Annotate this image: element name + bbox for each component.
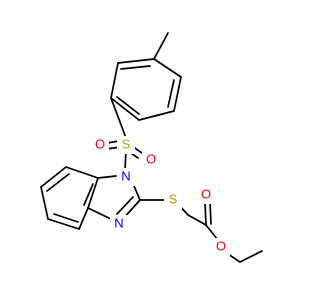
atom-labels: N N S O O S O O xyxy=(91,136,230,256)
bond-c7a-c3a xyxy=(87,177,99,209)
o2-label-bg xyxy=(142,151,160,169)
bond-benzo-1 xyxy=(65,166,99,179)
bond-co-a xyxy=(204,201,207,226)
bond-benzo-4-inner xyxy=(53,213,79,223)
bond-ring-5 xyxy=(173,76,182,112)
o1-label-bg xyxy=(91,136,109,154)
bond-benzo-2-inner xyxy=(46,173,70,192)
bond-ring-1-inner xyxy=(120,65,151,70)
n2-atom-label: N xyxy=(114,215,123,230)
molecule-structure: N N S O O S O O xyxy=(40,32,263,263)
bond-c3a-n2 xyxy=(87,207,114,221)
bond-aryl-s xyxy=(110,97,127,139)
bond-ring-3-inner xyxy=(116,96,140,115)
bond-ring-4 xyxy=(138,110,175,121)
bond-n2-c2b xyxy=(116,196,134,215)
ester-o-atom-label: O xyxy=(216,238,226,253)
sulfonyl-s-atom-label: S xyxy=(122,136,131,151)
thio-s-label-bg xyxy=(164,191,182,209)
carbonyl-o-atom-label: O xyxy=(201,186,211,201)
bond-ethyl xyxy=(239,250,263,263)
bond-ring-5-inner xyxy=(167,79,175,108)
bond-benzo-2 xyxy=(40,166,67,188)
bond-c-oester xyxy=(205,224,219,241)
molecule-canvas: N N S O O S O O xyxy=(40,32,263,263)
n2-label-bg xyxy=(110,215,128,233)
bond-benzo-3 xyxy=(40,186,49,220)
bond-benzo-5 xyxy=(78,207,89,230)
bond-ring-1 xyxy=(117,58,155,64)
bond-co-b xyxy=(209,201,212,225)
bond-benzo-4 xyxy=(47,218,80,230)
bond-n1-c7a xyxy=(97,175,117,179)
bond-ring-6 xyxy=(153,58,182,78)
o1-atom-label: O xyxy=(95,136,105,151)
bond-ring-3 xyxy=(110,97,140,121)
ester-o-label-bg xyxy=(212,238,230,256)
bond-ring-2 xyxy=(110,62,119,99)
o2-atom-label: O xyxy=(146,151,156,166)
bond-benzo-6-inner xyxy=(83,183,94,206)
n1-label-bg xyxy=(117,168,135,186)
n1-atom-label: N xyxy=(121,168,130,183)
bond-methyl xyxy=(153,32,169,60)
carbonyl-o-label-bg xyxy=(197,186,215,204)
bonds xyxy=(40,32,263,263)
thio-s-atom-label: S xyxy=(169,191,178,206)
sulfonyl-s-label-bg xyxy=(117,136,135,154)
bond-ch2-c xyxy=(187,214,207,226)
